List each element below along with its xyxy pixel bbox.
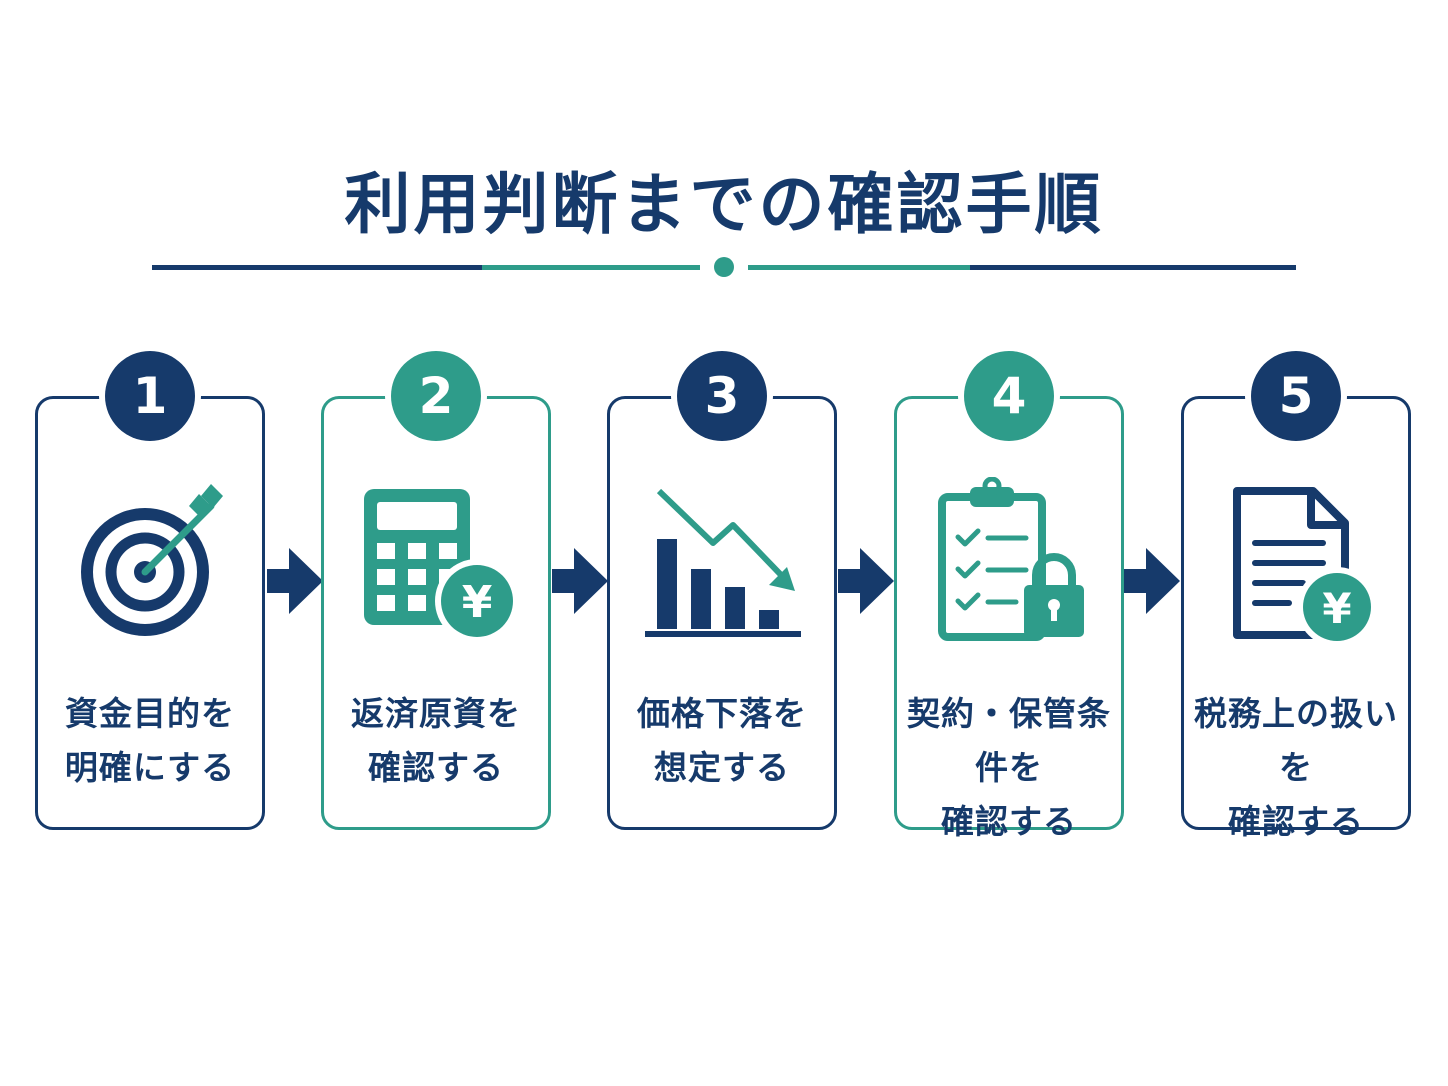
step-number-badge: 4 — [964, 351, 1054, 441]
divider-right-teal — [748, 265, 970, 270]
step-card-4: 4 契約・保管条件を 確認する — [894, 351, 1124, 841]
step-label-line2: 確認する — [941, 802, 1077, 841]
step-number-badge: 1 — [105, 351, 195, 441]
arrow-right-icon — [552, 548, 608, 614]
divider-left-teal — [482, 265, 700, 270]
step-card-3: 3 価格下落を 想定する — [607, 351, 837, 830]
step-label-line2: 想定する — [654, 748, 790, 787]
step-number-badge: 3 — [677, 351, 767, 441]
divider-right-navy — [970, 265, 1296, 270]
divider-left-navy — [152, 265, 482, 270]
step-label-line2: 確認する — [1228, 802, 1364, 841]
calculator-yen-icon: ¥ — [364, 489, 519, 643]
step-number-badge: 2 — [391, 351, 481, 441]
step-label-line1: 税務上の扱いを — [1194, 694, 1398, 787]
step-label-line1: 契約・保管条件を — [907, 694, 1111, 787]
step-card-2: 2 ¥ 返済原資を 確認する — [321, 351, 551, 830]
step-card-1: 1 資金目的を 明確にする — [35, 351, 265, 830]
step-label-line1: 価格下落を — [637, 694, 807, 733]
step-number-badge: 5 — [1251, 351, 1341, 441]
step-label-line2: 明確にする — [64, 748, 236, 787]
arrow-right-icon — [838, 548, 894, 614]
falling-chart-icon — [645, 488, 801, 637]
clipboard-lock-icon — [938, 477, 1084, 641]
target-icon — [81, 484, 223, 636]
document-yen-icon: ¥ — [1233, 487, 1377, 647]
arrow-right-icon — [1124, 548, 1180, 614]
step-label-line1: 返済原資を — [351, 694, 521, 733]
step-card-5: 5 ¥ 税務上の扱いを 確認する — [1181, 351, 1411, 841]
svg-text:¥: ¥ — [1322, 584, 1351, 633]
page-title: 利用判断までの確認手順 — [344, 166, 1104, 243]
step-label-line1: 資金目的を — [65, 694, 235, 733]
arrow-right-icon — [267, 548, 323, 614]
svg-text:¥: ¥ — [462, 577, 493, 628]
step-label-line2: 確認する — [368, 748, 504, 787]
divider-dot — [714, 257, 734, 277]
